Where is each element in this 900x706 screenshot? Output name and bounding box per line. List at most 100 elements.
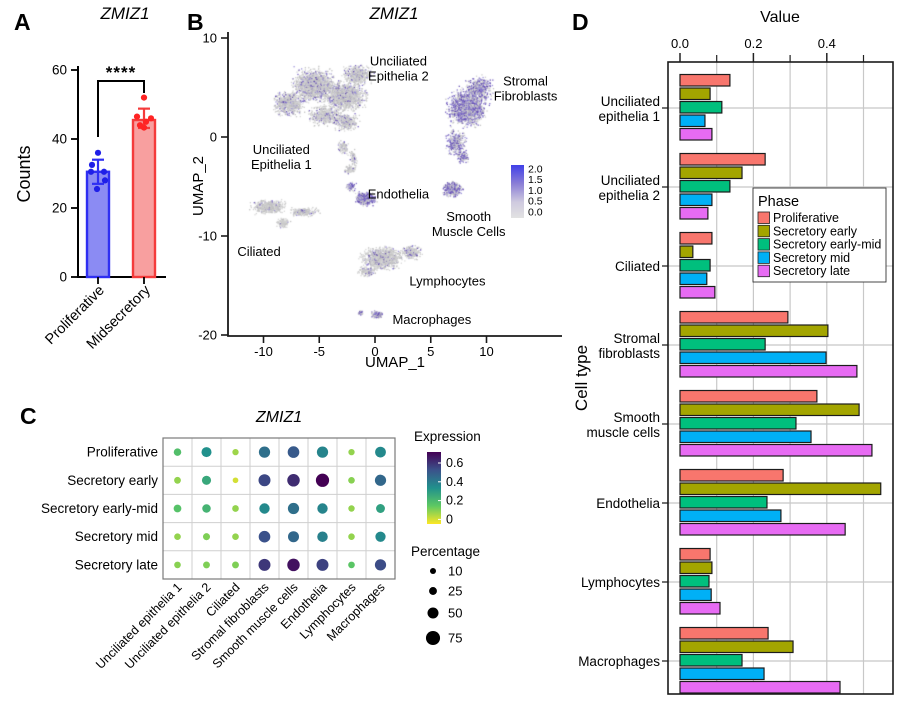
c-dot <box>232 477 239 484</box>
panel-b-y-axis-label: UMAP_2 <box>190 156 207 216</box>
c-dot <box>258 558 271 571</box>
d-bar <box>679 547 711 561</box>
c-dot <box>259 503 270 514</box>
c-dot <box>174 561 181 569</box>
c-colorbar-tick-label: 0 <box>446 512 453 526</box>
b-axis <box>227 32 562 337</box>
b-x-tick-label: -10 <box>254 344 273 359</box>
d-category-label: Smooth <box>613 410 660 425</box>
c-dot <box>173 448 182 456</box>
c-percentage-label: 50 <box>448 606 462 621</box>
c-row-label: Proliferative <box>87 445 158 460</box>
c-dot <box>374 559 387 571</box>
c-dot <box>376 504 385 513</box>
d-x-tick-label: 0.0 <box>671 36 689 51</box>
d-bar <box>679 351 827 365</box>
c-grid-border <box>162 437 396 580</box>
c-dot <box>375 446 386 458</box>
panel-d-title: Value <box>760 9 800 26</box>
d-plot-border <box>667 61 894 695</box>
b-cluster-label: Epithelia 1 <box>251 157 312 172</box>
d-bar <box>679 640 794 654</box>
d-legend-swatch <box>757 238 770 251</box>
c-row-label: Secretory mid <box>75 529 158 544</box>
d-x-tick-label: 0.4 <box>818 36 836 51</box>
c-dot <box>287 558 300 572</box>
d-bar <box>679 509 782 523</box>
d-bar <box>679 337 766 351</box>
d-bar <box>679 193 713 207</box>
d-category-label: Stromal <box>613 331 660 346</box>
c-dot <box>287 446 300 458</box>
d-legend-label: Secretory late <box>773 264 850 278</box>
b-cluster-label: Fibroblasts <box>494 88 558 103</box>
d-category-label: muscle cells <box>586 425 660 440</box>
c-dot <box>287 474 300 487</box>
b-cluster-label: Muscle Cells <box>432 224 506 239</box>
b-x-tick-label: 5 <box>427 344 434 359</box>
d-category-label: Macrophages <box>578 654 660 669</box>
d-bar <box>679 482 882 496</box>
percentage-legend-title: Percentage <box>411 544 480 559</box>
c-dot <box>201 447 212 458</box>
d-bar <box>679 272 708 286</box>
b-colorbar-tick-label: 2.0 <box>528 164 543 176</box>
d-bar <box>679 601 721 615</box>
b-cluster-label: Unciliated <box>253 142 310 157</box>
significance-bracket <box>97 80 145 137</box>
significance-stars: **** <box>106 63 136 82</box>
c-dot <box>287 502 300 515</box>
d-bar <box>679 522 846 536</box>
c-dot <box>173 504 182 513</box>
c-dot <box>258 474 271 487</box>
panel-c-letter: C <box>20 403 37 429</box>
b-y-tick-label: -10 <box>198 229 217 244</box>
a-data-point <box>142 118 150 125</box>
panel-b-letter: B <box>187 9 204 35</box>
d-phase-legend-box <box>752 187 887 283</box>
c-dot <box>202 533 211 541</box>
a-data-point <box>133 113 141 120</box>
b-colorbar <box>511 165 524 218</box>
d-legend-label: Proliferative <box>773 211 839 225</box>
d-bar <box>679 389 818 403</box>
c-dot <box>315 473 330 487</box>
c-dot <box>317 531 328 542</box>
d-bar <box>679 364 858 378</box>
c-dot <box>317 503 328 514</box>
d-bar <box>679 127 713 141</box>
d-bar <box>679 179 731 193</box>
a-y-tick-label: 60 <box>52 63 67 78</box>
c-colorbar-tick-label: 0.6 <box>446 456 463 470</box>
c-dot <box>375 531 386 542</box>
d-bar <box>679 574 710 588</box>
c-dot <box>374 474 387 486</box>
c-dot <box>316 446 329 458</box>
d-bar <box>679 152 766 166</box>
d-bar <box>679 626 769 640</box>
a-data-point <box>140 124 148 131</box>
d-bar <box>679 653 743 667</box>
panel-a-title: ZMIZ1 <box>99 4 149 23</box>
d-bar <box>679 561 713 575</box>
b-cluster-label: Endothelia <box>368 186 430 201</box>
d-bar <box>679 87 711 101</box>
d-category-label: Endothelia <box>596 496 660 511</box>
b-colorbar-tick-label: 1.0 <box>528 185 543 197</box>
b-colorbar-tick-label: 1.5 <box>528 174 543 186</box>
c-dot <box>232 533 239 541</box>
panel-b-x-axis-label: UMAP_1 <box>365 354 425 371</box>
d-category-label: Lymphocytes <box>581 575 660 590</box>
a-data-point <box>101 177 109 184</box>
phase-legend-title: Phase <box>758 194 799 210</box>
c-dot <box>202 504 211 513</box>
d-bar <box>679 100 723 114</box>
a-y-tick-label: 20 <box>52 201 67 216</box>
a-data-point <box>140 94 148 101</box>
